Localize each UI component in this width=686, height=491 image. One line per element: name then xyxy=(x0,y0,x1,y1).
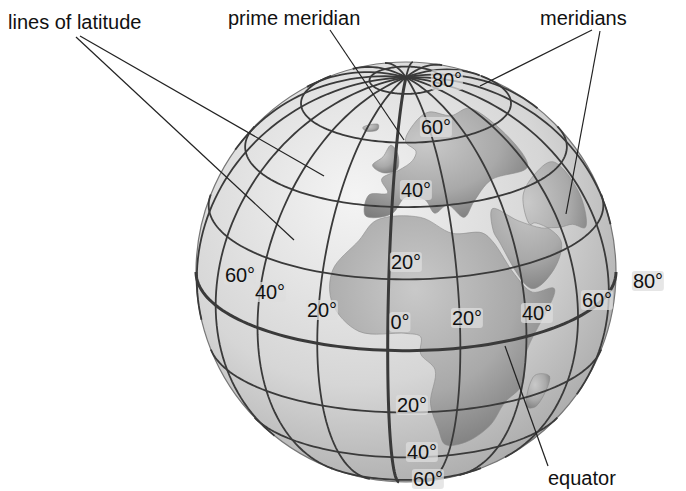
degree-label: 60° xyxy=(581,290,613,310)
degree-label: 80° xyxy=(632,271,664,291)
degree-label: 80° xyxy=(431,70,463,90)
grid-line xyxy=(406,77,610,224)
degree-label: 40° xyxy=(406,442,438,462)
grid-line xyxy=(301,76,511,143)
degree-label: 40° xyxy=(400,180,432,200)
degree-label: 0° xyxy=(389,312,410,332)
degree-label: 40° xyxy=(254,282,286,302)
grid-line xyxy=(406,77,578,457)
degree-label: 20° xyxy=(390,252,422,272)
globe-sphere xyxy=(196,62,616,482)
degree-label: 60° xyxy=(420,117,452,137)
degree-label: 20° xyxy=(451,308,483,328)
leader-line xyxy=(566,31,600,214)
grid-line xyxy=(406,77,460,481)
degree-label: 20° xyxy=(306,300,338,320)
grid-line xyxy=(245,126,567,207)
leader-line xyxy=(480,30,592,86)
grid-line xyxy=(216,77,406,435)
grid-line xyxy=(331,468,481,480)
grid-line xyxy=(406,74,538,108)
grid-line xyxy=(317,77,406,479)
grid-line xyxy=(406,77,526,475)
degree-label: 20° xyxy=(396,395,428,415)
globe xyxy=(196,62,616,482)
callout-label: prime meridian xyxy=(228,8,360,28)
grid-line xyxy=(258,77,406,468)
degree-label: 60° xyxy=(224,265,256,285)
callout-label: equator xyxy=(548,468,616,488)
degree-label: 40° xyxy=(521,303,553,323)
leader-line xyxy=(505,346,548,466)
grid-line xyxy=(406,77,609,394)
leader-line xyxy=(76,37,294,240)
landmass xyxy=(364,108,528,218)
leader-line xyxy=(330,30,404,140)
leader-lines xyxy=(76,30,600,466)
callout-label: lines of latitude xyxy=(8,12,141,32)
callout-label: meridians xyxy=(540,8,627,28)
degree-label: 60° xyxy=(412,469,444,489)
main-grid-line xyxy=(196,272,616,351)
